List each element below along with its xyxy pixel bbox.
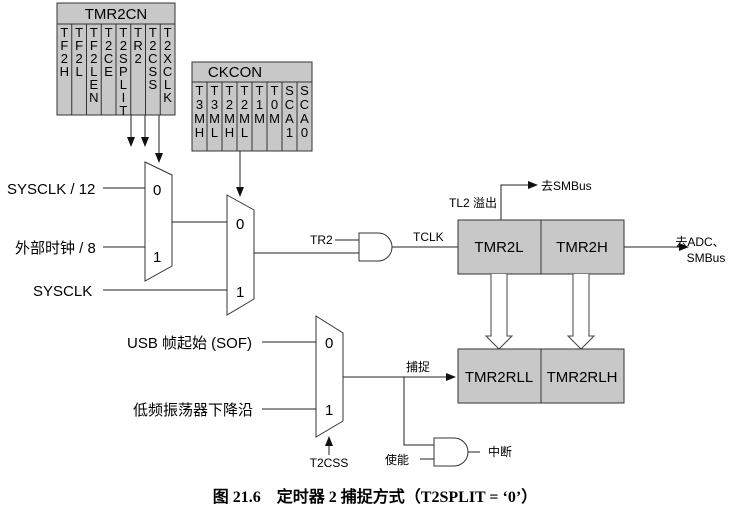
mux3-input-0-label: 0: [325, 335, 333, 352]
to-smbus-label: 去SMBus: [541, 179, 592, 193]
signal-tr2: TR2: [310, 233, 333, 247]
mux-clock-source: [226, 194, 255, 316]
tmr2h-label: TMR2H: [556, 239, 608, 256]
mux-clock-prescale: [144, 161, 173, 282]
mux1-input-0-label: 0: [153, 182, 161, 199]
capture-label: 捕捉: [406, 359, 430, 374]
mux1-input-1-label: 1: [153, 249, 161, 266]
input-sysclk-div12: SYSCLK / 12: [7, 181, 95, 198]
to-adc-smbus-label: SMBus: [687, 251, 726, 265]
tmr2rlh-register: [540, 348, 625, 404]
ckcon-title: CKCON: [208, 64, 262, 81]
input-lfosc-falling-edge: 低频振荡器下降沿: [133, 401, 253, 419]
and-gate-interrupt: [433, 437, 469, 467]
tmr2rll-register: [457, 348, 542, 404]
to-adc-label: 去ADC、: [675, 235, 724, 249]
enable-label: 使能: [385, 452, 409, 467]
input-ext-clock-div8: 外部时钟 / 8: [15, 240, 96, 257]
signal-tclk: TCLK: [413, 230, 444, 244]
tmr2cn-title: TMR2CN: [85, 6, 148, 23]
tl2-overflow-label: TL2 溢出: [449, 196, 497, 210]
mux3-input-1-label: 1: [325, 402, 333, 419]
mux2-input-1-label: 1: [236, 284, 244, 301]
tmr2rll-label: TMR2RLL: [465, 369, 533, 386]
tmr2rlh-label: TMR2RLH: [547, 369, 618, 386]
and-gate-run: [358, 232, 393, 262]
mux-capture-source: [315, 315, 344, 438]
transfer-arrow-high: [566, 274, 596, 350]
t2css-label: T2CSS: [310, 456, 349, 470]
transfer-arrow-low: [484, 274, 514, 350]
mux2-input-0-label: 0: [236, 216, 244, 233]
tmr2l-label: TMR2L: [474, 239, 523, 256]
input-usb-sof: USB 帧起始 (SOF): [127, 335, 252, 352]
interrupt-label: 中断: [488, 444, 512, 459]
figure-caption: 图 21.6 定时器 2 捕捉方式（T2SPLIT = ‘0’）: [213, 487, 537, 506]
input-sysclk: SYSCLK: [33, 283, 92, 300]
